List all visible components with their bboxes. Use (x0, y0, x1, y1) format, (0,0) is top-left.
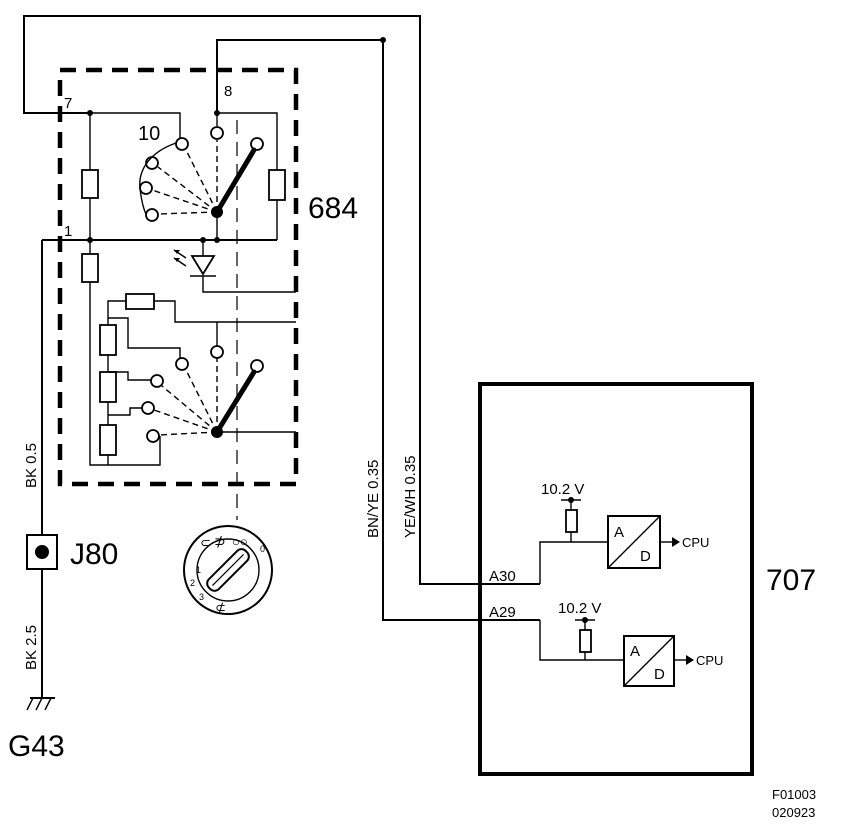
pin-a29-label: A29 (489, 604, 516, 621)
wire-bk-upper-label: BK 0.5 (23, 443, 40, 488)
adc-a-label-1: A (614, 524, 624, 541)
control-module-707 (478, 382, 754, 776)
switch-unit-684 (42, 67, 299, 520)
pin-a30-label: A30 (489, 568, 516, 585)
knob-mark-1: 1 (196, 565, 201, 575)
pin-1-label: 1 (64, 223, 72, 240)
voltage-label-a29: 10.2 V (558, 600, 601, 617)
ground-wiring (26, 240, 58, 711)
fog-light-icon: ⊄ (215, 600, 226, 615)
figure-date: 020923 (772, 805, 815, 820)
pin-7-label: 7 (64, 95, 72, 112)
wire-bk-lower-label: BK 2.5 (23, 625, 40, 670)
wire-bnye-label: BN/YE 0.35 (365, 460, 382, 538)
parking-light-icon: ⊅ (214, 533, 226, 549)
knob-mark-0: 0 (260, 544, 265, 554)
adc-a-label-2: A (630, 643, 640, 660)
connector-label: J80 (70, 538, 118, 571)
adc-d-label-1: D (640, 548, 651, 565)
switch-unit-label: 684 (308, 192, 358, 225)
pin-10-label: 10 (138, 123, 160, 145)
light-off-icon: ○○ (232, 534, 248, 549)
cpu-label-2: CPU (696, 653, 723, 668)
feed-wires (23, 15, 540, 621)
voltage-label-a30: 10.2 V (541, 481, 584, 498)
knob-mark-3: 3 (199, 592, 204, 602)
wire-yewh-label: YE/WH 0.35 (402, 455, 419, 538)
rotary-knob[interactable]: 1 2 3 0 ⊂ ⊅ ○○ ⊄ (183, 525, 273, 615)
control-module-label: 707 (766, 564, 816, 597)
knob-mark-2: 2 (190, 578, 195, 588)
cpu-label-1: CPU (682, 535, 709, 550)
adc-d-label-2: D (654, 666, 665, 683)
pin-8-label: 8 (224, 83, 232, 100)
figure-code: F01003 (772, 787, 816, 802)
headlight-low-icon: ⊂ (200, 535, 211, 550)
ground-label: G43 (8, 730, 65, 763)
